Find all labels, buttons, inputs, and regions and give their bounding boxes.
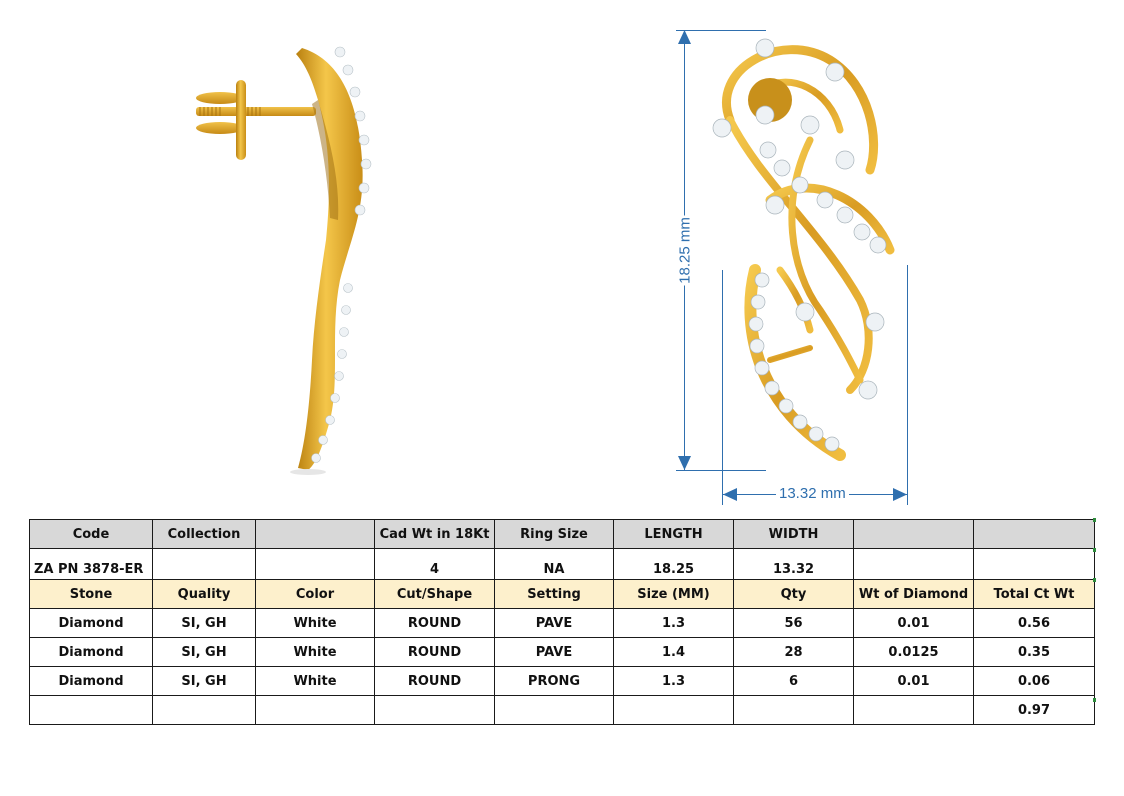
width-label: 13.32 mm <box>776 485 849 502</box>
length-label: 18.25 mm <box>676 215 694 286</box>
stone-cell: Diamond <box>29 608 153 638</box>
empty-cell <box>152 695 256 725</box>
length-value: 18.25 <box>613 548 734 580</box>
arrow-down-icon <box>678 456 691 470</box>
cut-shape-cell: ROUND <box>374 608 495 638</box>
quality-cell: SI, GH <box>152 666 256 696</box>
header-empty <box>255 519 375 549</box>
cut-shape-cell: ROUND <box>374 666 495 696</box>
cut-shape-cell: ROUND <box>374 637 495 667</box>
table-row: Diamond SI, GH White ROUND PAVE 1.3 56 0… <box>29 608 1095 638</box>
header-width: WIDTH <box>733 519 854 549</box>
grand-total-ct-wt: 0.97 <box>973 695 1095 725</box>
empty-cell <box>613 695 734 725</box>
empty-cell <box>374 695 495 725</box>
empty-cell <box>29 695 153 725</box>
arrow-up-icon <box>678 30 691 44</box>
color-cell: White <box>255 666 375 696</box>
qty-cell: 28 <box>733 637 854 667</box>
edge-marker <box>1093 578 1096 582</box>
total-row: 0.97 <box>29 695 1095 725</box>
wt-cell: 0.01 <box>853 666 974 696</box>
product-code: ZA PN 3878-ER <box>29 548 153 580</box>
header-stone: Stone <box>29 579 153 609</box>
wt-cell: 0.0125 <box>853 637 974 667</box>
qty-cell: 56 <box>733 608 854 638</box>
header-wt-of-diamond: Wt of Diamond <box>853 579 974 609</box>
header-cut-shape: Cut/Shape <box>374 579 495 609</box>
size-cell: 1.3 <box>613 666 734 696</box>
collection-value <box>152 548 256 580</box>
empty-cell <box>733 695 854 725</box>
header-qty: Qty <box>733 579 854 609</box>
stone-cell: Diamond <box>29 637 153 667</box>
empty-cell <box>494 695 614 725</box>
earring-front-view-icon <box>712 38 895 461</box>
wt-cell: 0.01 <box>853 608 974 638</box>
width-value: 13.32 <box>733 548 854 580</box>
table-info-row: ZA PN 3878-ER 4 NA 18.25 13.32 <box>29 548 1095 580</box>
header-empty <box>853 519 974 549</box>
setting-cell: PAVE <box>494 608 614 638</box>
size-cell: 1.4 <box>613 637 734 667</box>
header-total-ct-wt: Total Ct Wt <box>973 579 1095 609</box>
table-header-row: Code Collection Cad Wt in 18Kt Ring Size… <box>29 519 1095 549</box>
edge-marker <box>1093 698 1096 702</box>
earring-side-view-icon <box>196 46 372 475</box>
cad-weight-value: 4 <box>374 548 495 580</box>
setting-cell: PRONG <box>494 666 614 696</box>
color-cell: White <box>255 608 375 638</box>
header-ring-size: Ring Size <box>494 519 614 549</box>
arrow-right-icon <box>893 488 907 501</box>
header-code: Code <box>29 519 153 549</box>
qty-cell: 6 <box>733 666 854 696</box>
empty-cell <box>255 695 375 725</box>
header-length: LENGTH <box>613 519 734 549</box>
edge-marker <box>1093 518 1096 522</box>
earring-front-view-image <box>700 30 910 470</box>
empty-cell <box>973 548 1095 580</box>
color-cell: White <box>255 637 375 667</box>
earring-side-view-image <box>190 40 390 480</box>
total-ct-cell: 0.35 <box>973 637 1095 667</box>
quality-cell: SI, GH <box>152 637 256 667</box>
size-cell: 1.3 <box>613 608 734 638</box>
empty-cell <box>853 695 974 725</box>
table-row: Diamond SI, GH White ROUND PRONG 1.3 6 0… <box>29 666 1095 696</box>
header-setting: Setting <box>494 579 614 609</box>
total-ct-cell: 0.56 <box>973 608 1095 638</box>
quality-cell: SI, GH <box>152 608 256 638</box>
arrow-left-icon <box>723 488 737 501</box>
setting-cell: PAVE <box>494 637 614 667</box>
header-size-mm: Size (MM) <box>613 579 734 609</box>
ring-size-value: NA <box>494 548 614 580</box>
spec-table: Code Collection Cad Wt in 18Kt Ring Size… <box>29 519 1095 725</box>
empty-cell <box>255 548 375 580</box>
header-color: Color <box>255 579 375 609</box>
header-cad-weight: Cad Wt in 18Kt <box>374 519 495 549</box>
total-ct-cell: 0.06 <box>973 666 1095 696</box>
header-empty <box>973 519 1095 549</box>
stone-header-row: Stone Quality Color Cut/Shape Setting Si… <box>29 579 1095 609</box>
header-quality: Quality <box>152 579 256 609</box>
empty-cell <box>853 548 974 580</box>
stone-cell: Diamond <box>29 666 153 696</box>
header-collection: Collection <box>152 519 256 549</box>
edge-marker <box>1093 548 1096 552</box>
table-row: Diamond SI, GH White ROUND PAVE 1.4 28 0… <box>29 637 1095 667</box>
